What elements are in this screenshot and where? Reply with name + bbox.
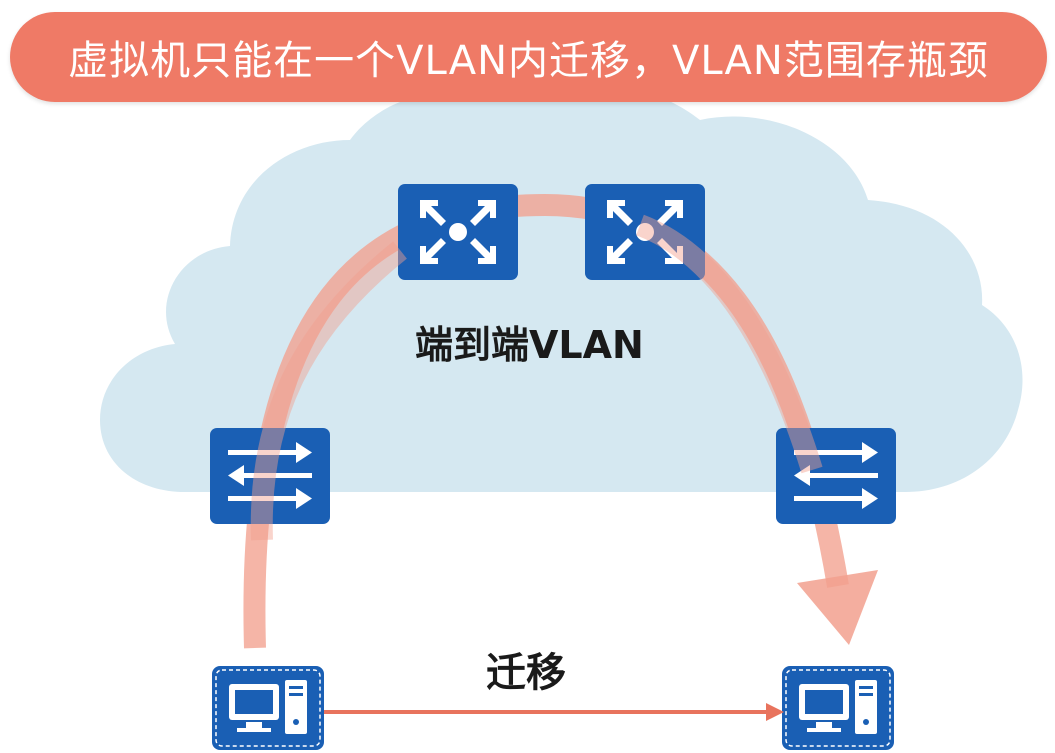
migration-path-arc-overlay <box>250 241 407 541</box>
page-title: 虚拟机只能在一个VLAN内迁移，VLAN范围存瓶颈 <box>68 38 989 84</box>
server-right-icon <box>781 665 895 751</box>
migration-path-arrowhead <box>797 570 878 645</box>
server-left-icon <box>211 665 325 751</box>
migration-label: 迁移 <box>486 650 566 696</box>
migration-arrow-head <box>766 703 784 721</box>
title-banner: 虚拟机只能在一个VLAN内迁移，VLAN范围存瓶颈 <box>10 12 1047 102</box>
core-switch-left-icon <box>398 184 518 280</box>
migration-path-arc-overlay-right <box>635 214 823 474</box>
cloud-label: 端到端VLAN <box>415 323 644 367</box>
migration-path-arc <box>243 193 849 649</box>
